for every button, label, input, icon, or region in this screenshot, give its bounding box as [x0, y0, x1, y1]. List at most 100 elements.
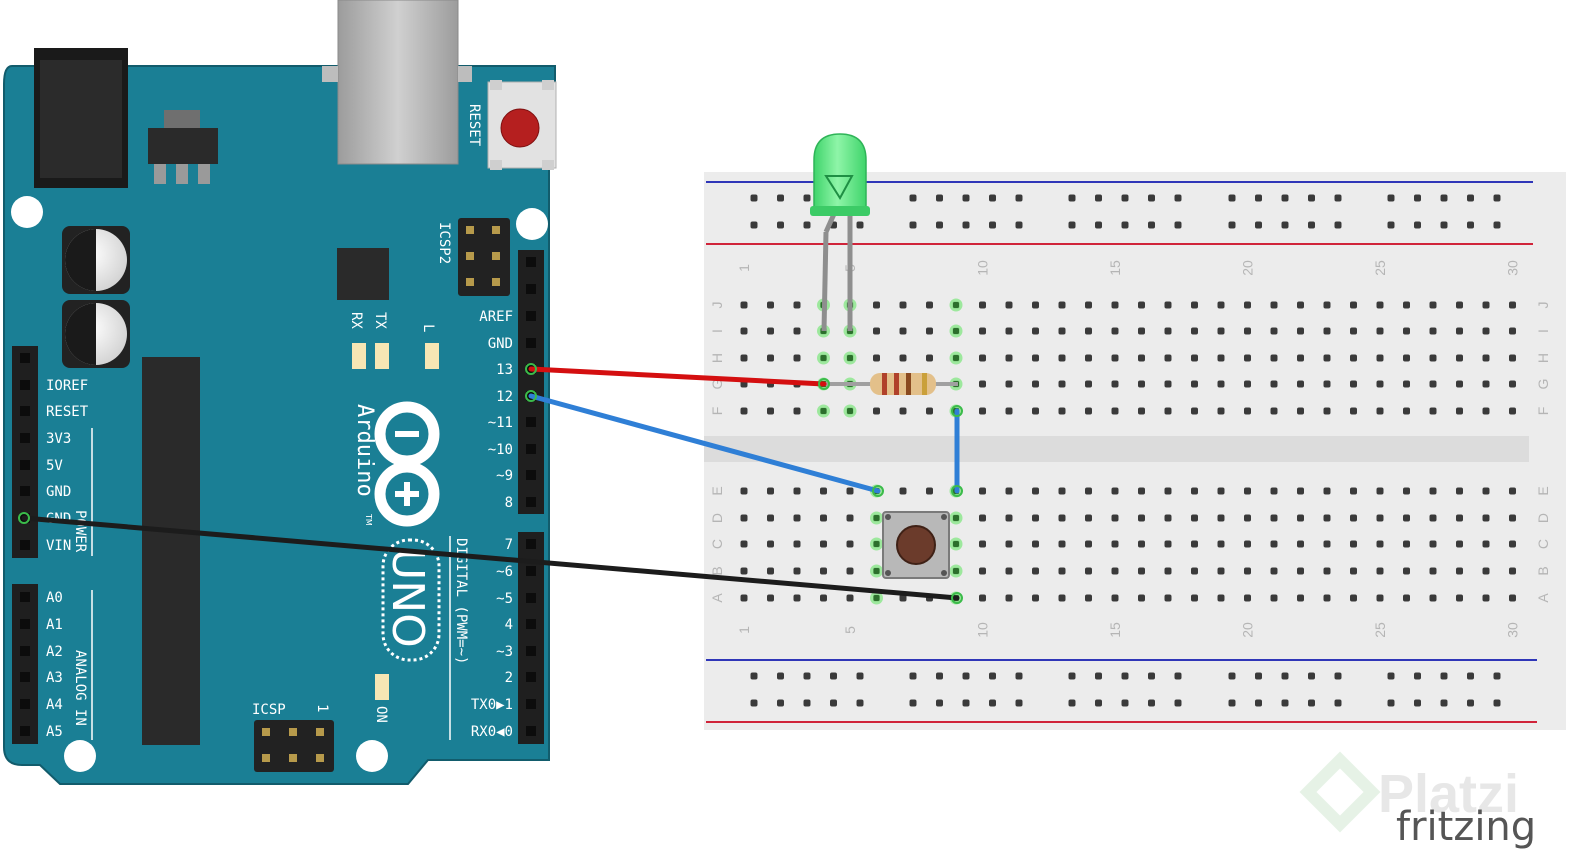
- rail-hole[interactable]: [1228, 221, 1236, 229]
- breadboard-hole[interactable]: [1482, 514, 1490, 522]
- breadboard-hole[interactable]: [926, 354, 933, 362]
- rail-hole[interactable]: [909, 194, 917, 202]
- breadboard-hole[interactable]: [1191, 567, 1198, 575]
- breadboard-hole[interactable]: [740, 354, 748, 362]
- breadboard-hole[interactable]: [1350, 354, 1357, 362]
- breadboard-hole[interactable]: [1403, 407, 1410, 415]
- rail-hole[interactable]: [1334, 194, 1342, 202]
- breadboard-hole[interactable]: [1509, 514, 1516, 522]
- breadboard-hole[interactable]: [740, 540, 748, 548]
- breadboard-hole[interactable]: [820, 514, 827, 522]
- breadboard-hole[interactable]: [1270, 540, 1278, 548]
- rail-hole[interactable]: [1387, 194, 1395, 202]
- breadboard-hole[interactable]: [1297, 354, 1304, 362]
- rail-hole[interactable]: [989, 221, 996, 229]
- breadboard-hole[interactable]: [1138, 540, 1145, 548]
- breadboard-hole[interactable]: [1429, 380, 1437, 388]
- breadboard-hole[interactable]: [979, 354, 986, 362]
- breadboard-hole[interactable]: [1244, 487, 1251, 495]
- breadboard-hole[interactable]: [979, 567, 986, 575]
- rail-hole[interactable]: [1174, 672, 1182, 680]
- rail-hole[interactable]: [1095, 194, 1102, 202]
- breadboard-hole[interactable]: [1350, 487, 1357, 495]
- breadboard-hole[interactable]: [1323, 594, 1331, 602]
- rail-hole[interactable]: [1095, 699, 1102, 707]
- rail-hole[interactable]: [1015, 672, 1023, 680]
- header-pin[interactable]: [20, 619, 30, 629]
- breadboard-hole[interactable]: [1403, 540, 1410, 548]
- wire-pin12-to-button[interactable]: [528, 393, 881, 494]
- breadboard-hole[interactable]: [1270, 567, 1278, 575]
- breadboard-hole[interactable]: [1085, 380, 1092, 388]
- breadboard-hole[interactable]: [846, 514, 854, 522]
- breadboard-hole[interactable]: [1217, 354, 1225, 362]
- breadboard-hole[interactable]: [1217, 380, 1225, 388]
- breadboard-hole[interactable]: [1456, 594, 1463, 602]
- rail-hole[interactable]: [962, 194, 970, 202]
- breadboard-hole[interactable]: [846, 487, 854, 495]
- breadboard-hole[interactable]: [1111, 301, 1119, 309]
- breadboard-hole[interactable]: [1376, 380, 1384, 388]
- breadboard-hole[interactable]: [1456, 380, 1463, 388]
- breadboard-hole[interactable]: [1085, 327, 1092, 335]
- breadboard-hole[interactable]: [1164, 380, 1172, 388]
- breadboard-hole[interactable]: [846, 540, 854, 548]
- breadboard-hole[interactable]: [979, 327, 986, 335]
- breadboard-hole[interactable]: [899, 301, 907, 309]
- breadboard-hole[interactable]: [820, 487, 827, 495]
- breadboard-hole[interactable]: [767, 540, 774, 548]
- breadboard-hole[interactable]: [1429, 301, 1437, 309]
- breadboard-hole[interactable]: [1403, 327, 1410, 335]
- rail-hole[interactable]: [1467, 221, 1474, 229]
- breadboard-hole[interactable]: [1164, 514, 1172, 522]
- breadboard-hole[interactable]: [1350, 327, 1357, 335]
- rail-hole[interactable]: [1068, 672, 1076, 680]
- breadboard-hole[interactable]: [1482, 487, 1490, 495]
- breadboard-hole[interactable]: [1509, 594, 1516, 602]
- breadboard-hole[interactable]: [873, 354, 880, 362]
- rail-hole[interactable]: [1148, 194, 1155, 202]
- breadboard-hole[interactable]: [1323, 301, 1331, 309]
- breadboard-hole[interactable]: [1005, 514, 1013, 522]
- rail-hole[interactable]: [750, 221, 758, 229]
- breadboard-hole[interactable]: [1270, 327, 1278, 335]
- header-pin[interactable]: [526, 497, 536, 507]
- rail-hole[interactable]: [1228, 699, 1236, 707]
- breadboard-hole[interactable]: [1297, 540, 1304, 548]
- rail-hole[interactable]: [989, 699, 996, 707]
- breadboard-hole[interactable]: [1191, 487, 1198, 495]
- breadboard-hole[interactable]: [1058, 327, 1066, 335]
- push-button[interactable]: [876, 511, 962, 579]
- breadboard-hole[interactable]: [1058, 354, 1066, 362]
- wire-pin13-to-resistor[interactable]: [528, 366, 827, 387]
- breadboard-hole[interactable]: [1058, 567, 1066, 575]
- breadboard-hole[interactable]: [1058, 487, 1066, 495]
- header-pin[interactable]: [526, 284, 536, 294]
- breadboard-hole[interactable]: [1297, 514, 1304, 522]
- rail-hole[interactable]: [909, 699, 917, 707]
- breadboard-hole[interactable]: [926, 407, 933, 415]
- breadboard-hole[interactable]: [1244, 380, 1251, 388]
- header-pin[interactable]: [526, 257, 536, 267]
- breadboard-hole[interactable]: [873, 327, 880, 335]
- rail-hole[interactable]: [1281, 672, 1289, 680]
- breadboard-hole[interactable]: [1509, 354, 1516, 362]
- rail-hole[interactable]: [1467, 699, 1474, 707]
- header-pin[interactable]: [20, 540, 30, 550]
- rail-hole[interactable]: [1068, 699, 1076, 707]
- breadboard-hole[interactable]: [979, 514, 986, 522]
- breadboard-hole[interactable]: [1164, 567, 1172, 575]
- breadboard-hole[interactable]: [1244, 327, 1251, 335]
- breadboard-hole[interactable]: [1244, 567, 1251, 575]
- breadboard-hole[interactable]: [1323, 540, 1331, 548]
- breadboard-hole[interactable]: [1111, 540, 1119, 548]
- breadboard-hole[interactable]: [1456, 407, 1463, 415]
- header-pin[interactable]: [526, 726, 536, 736]
- breadboard-hole[interactable]: [1085, 594, 1092, 602]
- rail-hole[interactable]: [1414, 194, 1421, 202]
- breadboard-hole[interactable]: [1217, 487, 1225, 495]
- header-pin[interactable]: [526, 539, 536, 549]
- breadboard-hole[interactable]: [1509, 487, 1516, 495]
- breadboard-hole[interactable]: [1403, 301, 1410, 309]
- breadboard-hole[interactable]: [1323, 380, 1331, 388]
